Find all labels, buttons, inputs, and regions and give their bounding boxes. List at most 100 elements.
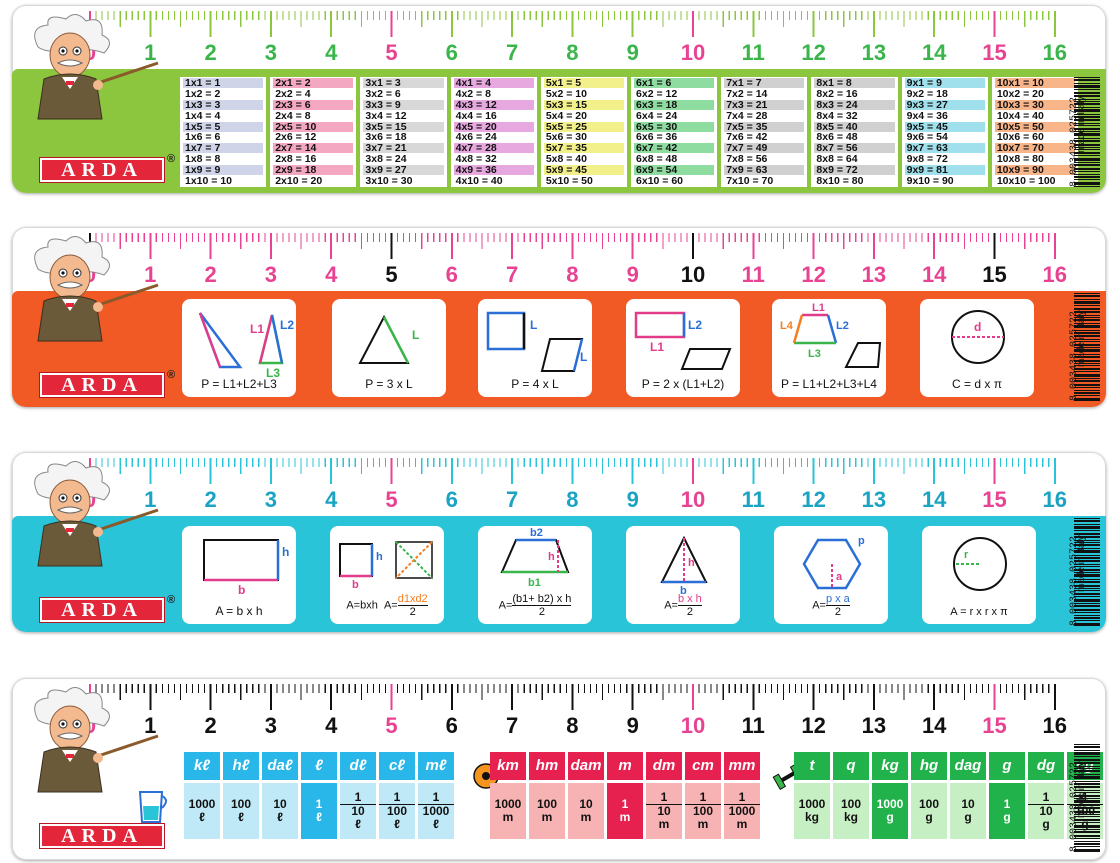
unit-numerator: 100 (536, 797, 558, 811)
arda-logo: ARDA (39, 157, 165, 183)
ruler-number: 15 (982, 262, 1007, 287)
formula-denominator: 2 (538, 606, 545, 618)
table-row: 8x6 = 48 (816, 131, 858, 144)
unit-denominator: g (886, 810, 894, 824)
barcode-number: 8 003438 025722 (1069, 96, 1080, 187)
table-row: 5x3 = 15 (543, 100, 625, 110)
ruler-ticks (89, 684, 1056, 710)
ruler-number: 15 (982, 487, 1007, 512)
ruler-number: 13 (861, 40, 887, 65)
label-p: p (858, 535, 865, 547)
ruler-number: 12 (801, 40, 826, 65)
table-row: 8x3 = 24 (814, 100, 895, 110)
ruler-number: 8 (566, 262, 579, 287)
ruler-number: 13 (861, 487, 887, 512)
formula-perimeter-square: P = 4 x L (511, 377, 559, 391)
label-l2: L2 (836, 320, 849, 332)
label-b2: b2 (530, 527, 543, 539)
table-row: 6x10 = 60 (636, 174, 684, 187)
unit-denominator: g (1003, 810, 1011, 824)
label-l3: L3 (266, 366, 280, 380)
unit-denominator: kg (843, 810, 858, 824)
table-row: 9x8 = 72 (906, 153, 948, 166)
unit-header: dag (950, 752, 986, 780)
table-row: 5x1 = 5 (543, 78, 625, 88)
unit-numerator: 10 (961, 797, 975, 811)
table-row: 6x6 = 36 (636, 131, 678, 144)
formula-denominator: 2 (686, 606, 693, 618)
ruler-number: 3 (264, 713, 278, 738)
table-row: 9x2 = 18 (906, 87, 948, 100)
ruler-number: 15 (982, 40, 1007, 65)
ruler-number: 9 (626, 40, 639, 65)
formula-numerator: b x h (677, 593, 702, 606)
table-row: 4x2 = 8 (455, 87, 491, 100)
formula-numerator: p x a (825, 593, 850, 606)
label-b: b (680, 585, 687, 597)
unit-denominator: ℓ (316, 810, 322, 824)
table-row: 7x8 = 56 (726, 153, 768, 166)
table-row: 7x3 = 21 (724, 100, 805, 110)
unit-denominator: ℓ (433, 817, 439, 831)
label-l2: L2 (280, 318, 294, 332)
barcode-icon (1074, 744, 1100, 852)
ruler-number: 7 (505, 487, 519, 512)
ruler-number: 14 (921, 262, 947, 287)
ruler-number: 16 (1042, 487, 1068, 512)
card-trapezoid: L1 L2 L3 L4 P = L1+L2+L3+L4 (772, 299, 886, 397)
ruler-number: 1 (144, 487, 157, 512)
unit-header: dm (646, 752, 682, 780)
table-row: 2x8 = 16 (275, 153, 317, 166)
table-row: 7x4 = 28 (726, 109, 768, 122)
table-row: 10x9 = 90 (994, 165, 1076, 175)
table-row: 9x3 = 27 (904, 100, 985, 110)
unit-numerator: 1000 (798, 797, 826, 811)
ruler-number: 2 (204, 40, 217, 65)
ruler-number: 2 (204, 713, 217, 738)
label-l3: L3 (808, 348, 821, 360)
unit-numerator: 1 (685, 791, 721, 805)
unit-mid: 100 (386, 804, 408, 818)
label-l: L (412, 328, 419, 342)
table-row: 5x7 = 35 (543, 143, 625, 154)
ruler-number: 2 (204, 487, 217, 512)
table-row: 2x2 = 4 (275, 87, 311, 100)
unit-mid: 100 (692, 804, 714, 818)
label-r: r (964, 549, 969, 561)
unit-denominator: m (658, 817, 670, 831)
ruler-number: 13 (861, 713, 887, 738)
ruler-number: 9 (626, 262, 639, 287)
label-l4: L4 (780, 320, 794, 332)
unit-numerator: 1000 (876, 797, 904, 811)
ruler-number: 16 (1042, 262, 1068, 287)
unit-denominator: ℓ (238, 810, 244, 824)
ruler-number: 10 (680, 262, 706, 287)
unit-mid: 1000 (422, 804, 450, 818)
table-row: 7x6 = 42 (726, 131, 768, 144)
formula-denominator: 2 (834, 606, 841, 618)
unit-denominator: m (736, 817, 748, 831)
unit-numerator: 1 (340, 791, 376, 805)
unit-header: dam (568, 752, 604, 780)
table-row: 8x8 = 64 (816, 153, 858, 166)
